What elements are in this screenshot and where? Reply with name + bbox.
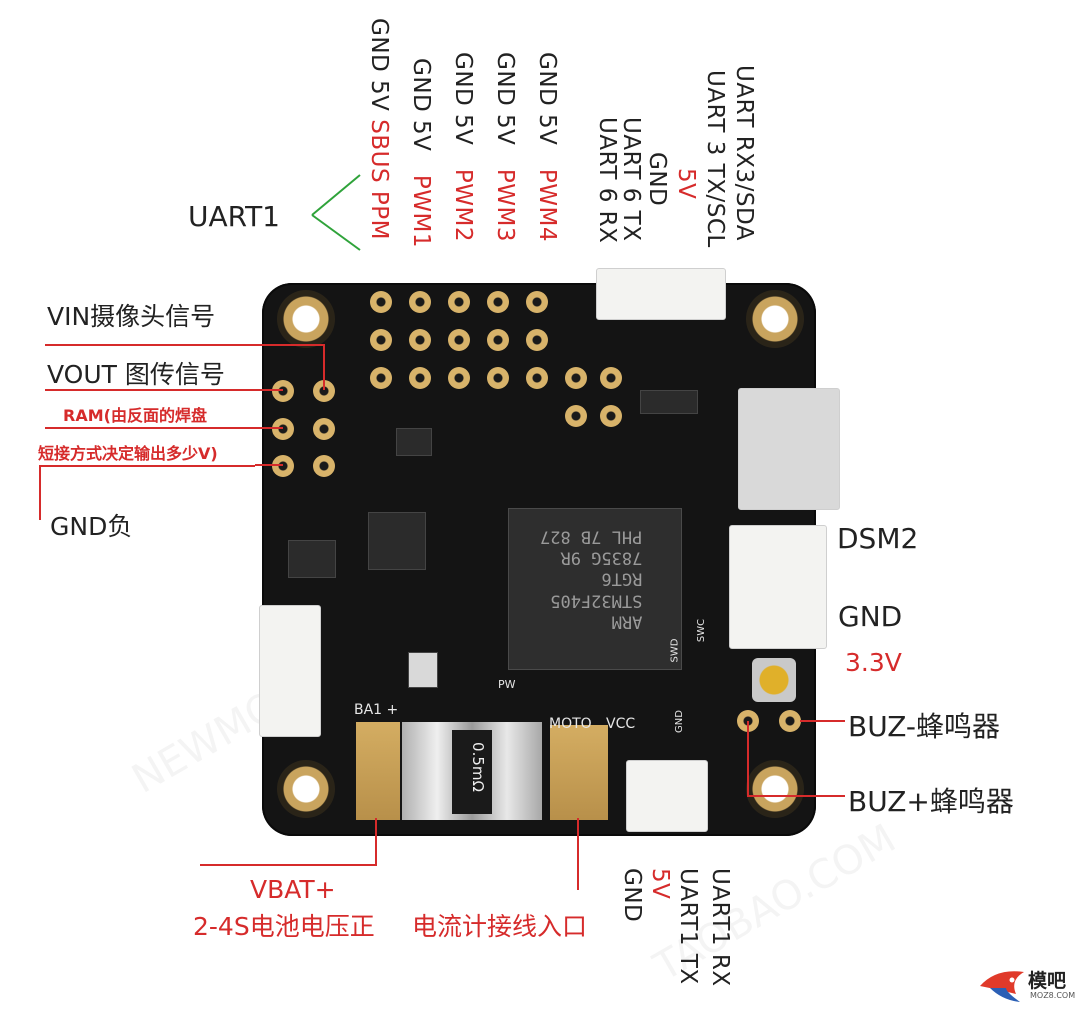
regulator-chip bbox=[288, 540, 336, 578]
uart6-rx-label: UART 6 RX bbox=[594, 117, 620, 244]
current-sensor-label: 电流计接线入口 bbox=[412, 912, 588, 941]
silk-moto: MOTO bbox=[549, 716, 592, 732]
micro-usb-port bbox=[738, 388, 840, 510]
gnd-neg-label: GND负 bbox=[50, 512, 133, 541]
buz-plus-label: BUZ+蜂鸣器 bbox=[848, 785, 1014, 818]
silk-pw: PW bbox=[498, 678, 516, 691]
mounting-hole bbox=[277, 760, 335, 818]
dsm2-connector bbox=[729, 525, 827, 649]
uart1-5v-label: 5V bbox=[647, 868, 673, 900]
buzzer-plus-pad bbox=[779, 710, 801, 732]
vin-label: VIN摄像头信号 bbox=[47, 302, 216, 331]
bird-icon bbox=[980, 971, 1024, 1002]
buz-minus-label: BUZ-蜂鸣器 bbox=[848, 710, 1001, 743]
pin-label-pwm2: GND 5V PWM2 bbox=[450, 52, 476, 242]
smd-chip bbox=[640, 390, 698, 414]
side-jst-connector bbox=[259, 605, 321, 737]
uart1-rx-label: UART1 RX bbox=[707, 868, 733, 987]
gyro-chip bbox=[368, 512, 426, 570]
dsm2-gnd-label: GND bbox=[838, 600, 903, 633]
pin-label-pwm1: GND 5V PWM1 bbox=[408, 58, 434, 248]
dsm2-label: DSM2 bbox=[837, 522, 919, 555]
mounting-hole bbox=[746, 290, 804, 348]
mounting-hole bbox=[746, 760, 804, 818]
pin-label-sbus: GND 5V SBUS PPM bbox=[366, 18, 392, 240]
site-logo: 模吧 MOZ8.COM bbox=[976, 960, 1076, 1012]
pin-label-pwm3: GND 5V PWM3 bbox=[492, 52, 518, 242]
ram-label-2: 短接方式决定输出多少V) bbox=[38, 444, 218, 463]
logo-text: 模吧 bbox=[1028, 970, 1067, 992]
silk-vcc: VCC bbox=[606, 716, 636, 732]
pin-label-pwm4: GND 5V PWM4 bbox=[534, 52, 560, 242]
mounting-hole bbox=[277, 290, 335, 348]
boot-button bbox=[752, 658, 796, 702]
uart1-label: UART1 bbox=[188, 200, 280, 233]
uart1-jst-connector-bottom bbox=[626, 760, 708, 832]
mcu-chip bbox=[508, 508, 682, 670]
uart3-rx-label: UART RX3/SDA bbox=[731, 65, 757, 241]
vbat-voltage-label: 2-4S电池电压正 bbox=[193, 912, 375, 941]
vbat-label: VBAT+ bbox=[250, 875, 336, 904]
barometer-chip bbox=[408, 652, 438, 688]
uart6-gnd-label: GND bbox=[644, 152, 670, 207]
vbat-pad bbox=[356, 722, 400, 820]
uart6-5v-label: 5V bbox=[673, 168, 699, 200]
uart1-tx-label: UART1 TX bbox=[675, 868, 701, 985]
logo-sub: MOZ8.COM bbox=[1030, 991, 1076, 1000]
uart6-tx-label: UART 6 TX bbox=[618, 117, 644, 242]
uart-jst-connector-top bbox=[596, 268, 726, 320]
smd-chip bbox=[396, 428, 432, 456]
silk-ba1: BA1 + bbox=[354, 702, 399, 718]
vout-label: VOUT 图传信号 bbox=[47, 360, 225, 389]
uart3-tx-label: UART 3 TX/SCL bbox=[702, 70, 728, 248]
v33-label: 3.3V bbox=[845, 648, 902, 677]
current-sensor-pad bbox=[550, 725, 608, 820]
ram-label-1: RAM(由反面的焊盘 bbox=[63, 406, 207, 425]
uart1-gnd-label: GND bbox=[619, 868, 645, 923]
